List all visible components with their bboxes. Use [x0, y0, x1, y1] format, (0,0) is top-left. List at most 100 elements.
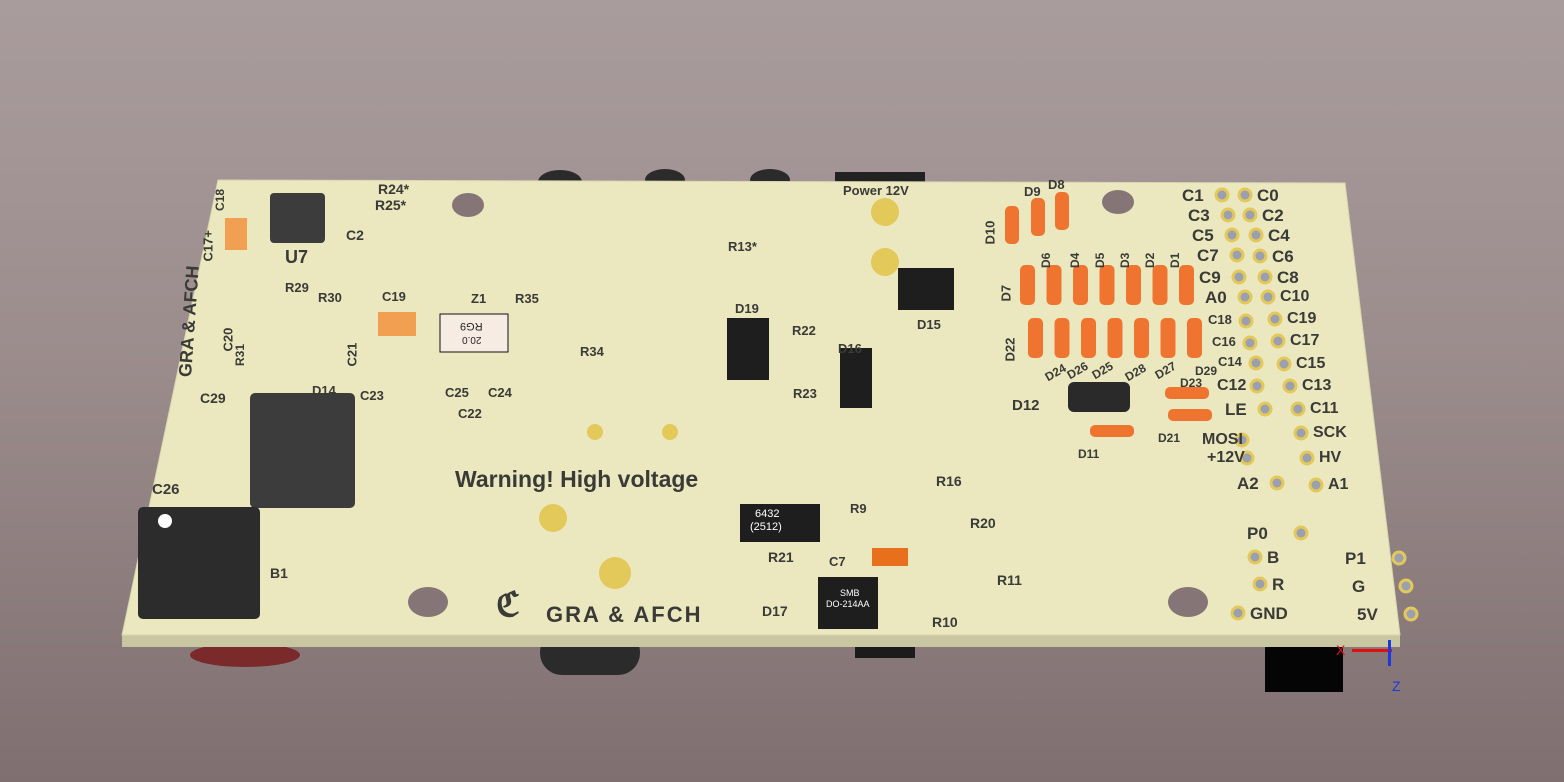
connector-pin-label: GND: [1250, 604, 1288, 623]
designator-label: Z1: [471, 291, 487, 306]
header-pin: [1299, 450, 1315, 466]
header-pin: [1308, 477, 1324, 493]
d17-marking: SMB: [840, 588, 860, 598]
header-pin: [1398, 578, 1414, 594]
header-pin: [1391, 550, 1407, 566]
ic-u7: [270, 193, 325, 243]
designator-label: R11: [997, 572, 1022, 588]
header-pin: [1239, 450, 1255, 466]
buzzer-bottom: [190, 643, 300, 667]
header-pin: [1214, 187, 1230, 203]
header-pin: [1237, 289, 1253, 305]
connector-pin-label: C8: [1277, 268, 1299, 287]
designator-label: D19: [735, 301, 759, 316]
header-pin: [1276, 356, 1292, 372]
header-pin: [1257, 401, 1273, 417]
connector-pin-label: P0: [1247, 524, 1268, 543]
fuse-z1: [439, 313, 509, 353]
designator-label: C26: [152, 481, 180, 498]
designator-label: D17: [762, 603, 788, 619]
diode-d16: [840, 348, 872, 408]
header-pin: [1249, 378, 1265, 394]
diode: [1179, 265, 1194, 305]
designator-label: R10: [932, 614, 958, 630]
designator-label: C17+: [200, 230, 216, 262]
connector-pin-label: A2: [1237, 474, 1259, 493]
ic-d14: [250, 393, 355, 508]
diode: [1134, 318, 1149, 358]
designator-label: R20: [970, 515, 996, 531]
diode-d17: [818, 577, 878, 629]
designator-label: R34: [580, 344, 604, 359]
diode: [1005, 206, 1019, 244]
axis-z-label: Z: [1392, 678, 1401, 694]
d17-package: DO-214AA: [826, 599, 870, 609]
header-pin: [1242, 335, 1258, 351]
logo-icon: ℭ: [496, 586, 520, 624]
connector-pin-label: C5: [1192, 226, 1214, 245]
connector-pin-label: B: [1267, 548, 1280, 567]
diode: [1073, 265, 1088, 305]
designator-label: D2: [1143, 252, 1157, 268]
z1-value: 20.0: [462, 334, 482, 345]
designator-label: D12: [1012, 397, 1040, 414]
connector-pin-label: C2: [1262, 206, 1284, 225]
connector-pin-label: C18: [1208, 312, 1232, 327]
designator-label: C24: [488, 385, 512, 400]
header-pin: [1403, 606, 1419, 622]
header-pin: [1238, 313, 1254, 329]
header-pin: [1237, 187, 1253, 203]
connector-pin-label: C7: [1197, 246, 1219, 265]
header-pin: [1290, 401, 1306, 417]
mounting-holes: [408, 190, 1208, 617]
diode: [1099, 265, 1115, 305]
header-pin: [1293, 425, 1309, 441]
designator-label: C21: [344, 342, 360, 367]
designator-label: R24*: [378, 181, 410, 197]
connector-pin-label: 5V: [1357, 605, 1378, 624]
diode-d15: [898, 268, 954, 310]
designator-label: C22: [458, 406, 482, 421]
designator-label: C2: [346, 227, 364, 243]
connector-pin-label: P1: [1345, 549, 1366, 568]
power-label: Power 12V: [843, 183, 909, 198]
axis-z-icon: [1388, 640, 1391, 666]
header-pin: [1267, 311, 1283, 327]
designator-label: D5: [1093, 252, 1107, 268]
connector-pin-label: C12: [1217, 377, 1247, 394]
header-pin: [1252, 576, 1268, 592]
connector-pin-label: C14: [1218, 354, 1242, 369]
designator-label: R16: [936, 473, 962, 489]
header-pin: [1293, 525, 1309, 541]
designator-label: D6: [1039, 252, 1053, 268]
connector-pin-label: MOSI: [1202, 431, 1243, 448]
connector-pin-label: SCK: [1313, 424, 1347, 441]
designator-label: D14: [312, 383, 336, 398]
diode: [1152, 265, 1168, 305]
designator-label: D15: [917, 317, 941, 332]
designator-label: D22: [1002, 337, 1018, 362]
designator-label: R13*: [728, 239, 757, 254]
diode-d19: [727, 318, 769, 380]
designator-label: C7: [829, 554, 846, 569]
header-pin: [1231, 269, 1247, 285]
r21-package: (2512): [750, 521, 782, 533]
designator-label: U7: [285, 247, 309, 267]
header-pin: [1252, 248, 1268, 264]
connector-pin-label: HV: [1319, 449, 1342, 466]
diode: [1031, 198, 1045, 236]
resistor-r21: [740, 504, 820, 542]
designator-label: D7: [998, 284, 1014, 302]
connector-pin-label: C10: [1280, 288, 1310, 305]
connector-pin-label: R: [1272, 575, 1285, 594]
connector-pin-label: C3: [1188, 206, 1210, 225]
connector-pin-label: C13: [1302, 377, 1332, 394]
header-pin: [1269, 475, 1285, 491]
designator-label: C18: [213, 188, 227, 211]
connector-pin-label: C0: [1257, 186, 1279, 205]
diode: [1187, 318, 1202, 358]
connector-pin-label: C19: [1287, 310, 1317, 327]
header-pin: [1242, 207, 1258, 223]
designator-label: R25*: [375, 197, 407, 213]
